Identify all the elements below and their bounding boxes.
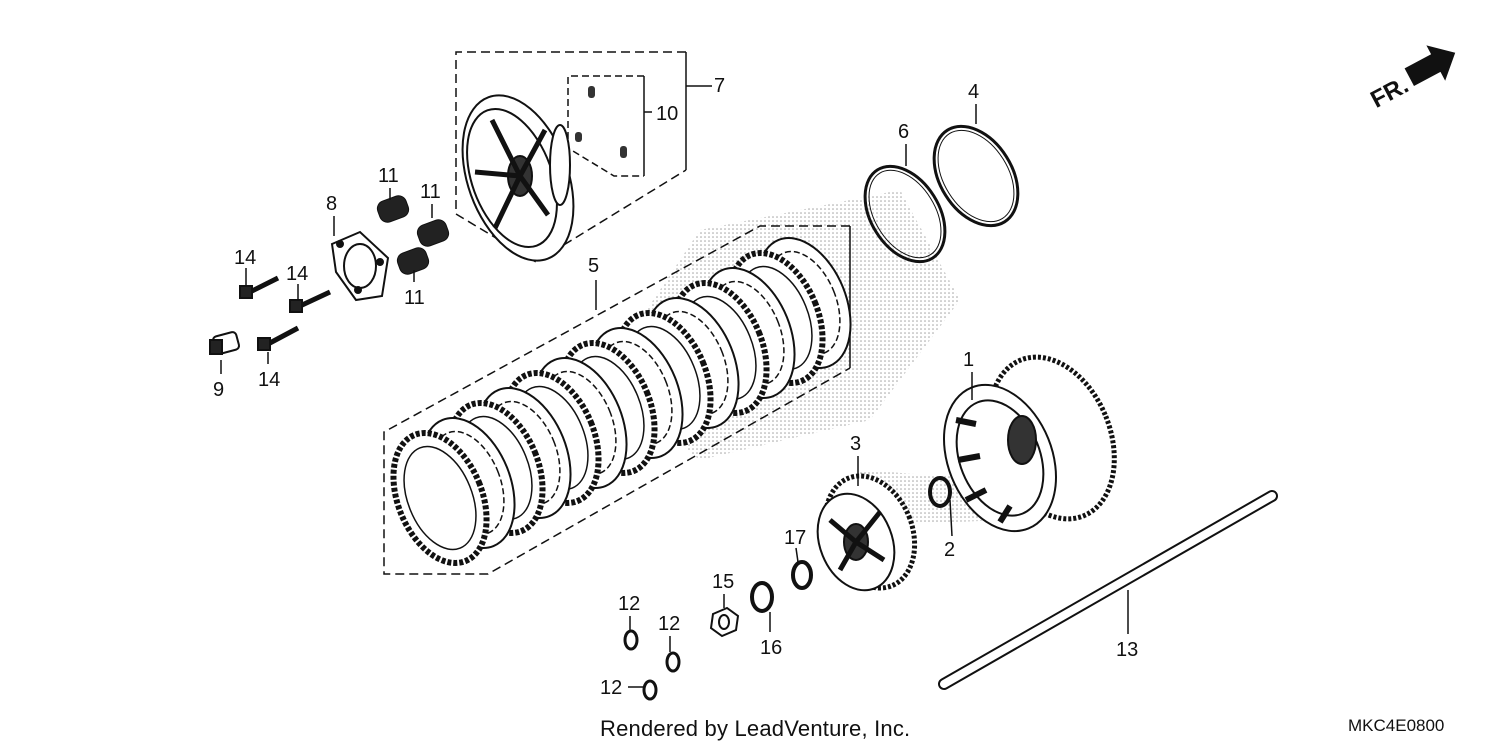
callout-16: 16 [760,637,782,659]
callout-5: 5 [588,255,599,277]
callout-2: 2 [944,539,955,561]
callout-12-middle: 12 [658,613,680,635]
bolts [209,275,332,355]
lifter-plate [330,230,390,302]
callout-6: 6 [898,121,909,143]
callout-8: 8 [326,193,337,215]
leader-lines [220,104,1129,688]
clutch-springs [376,195,450,275]
clutch-plate [390,430,490,566]
push-rod [938,490,1278,690]
callout-3: 3 [850,433,861,455]
washers-and-nuts [623,476,952,701]
front-direction-arrow: FR. [1366,45,1456,114]
callout-4: 4 [968,81,979,103]
callout-12-lower: 12 [600,677,622,699]
callout-14-top: 14 [234,247,256,269]
clutch-plate-stack [390,237,852,566]
callout-1: 1 [963,349,974,371]
callout-14-bottom: 14 [258,369,280,391]
o-ring-seals [863,124,1020,264]
clutch-center [816,473,918,592]
callout-12-upper: 12 [618,593,640,615]
clutch-outer [943,354,1117,533]
callout-11-bottom: 11 [404,287,425,309]
callout-11-top-left: 11 [378,165,399,187]
pressure-plate [461,86,627,262]
callout-11-top-right: 11 [420,181,441,203]
callout-15: 15 [712,571,734,593]
clutch-plate-inner-edge [403,445,477,551]
footer-credit: Rendered by LeadVenture, Inc. [600,716,911,741]
callout-13: 13 [1116,639,1138,661]
callout-9: 9 [213,379,224,401]
callout-17: 17 [784,527,806,549]
callout-14-middle: 14 [286,263,308,285]
front-direction-label: FR. [1366,72,1413,114]
callout-labels: 1 2 3 4 5 6 7 8 9 10 11 11 11 12 12 12 1… [213,75,1138,699]
callout-10: 10 [656,103,678,125]
callout-7: 7 [714,75,725,97]
clutch-plate-stack-box [383,225,851,575]
diagram-code: MKC4E0800 [1348,716,1445,735]
